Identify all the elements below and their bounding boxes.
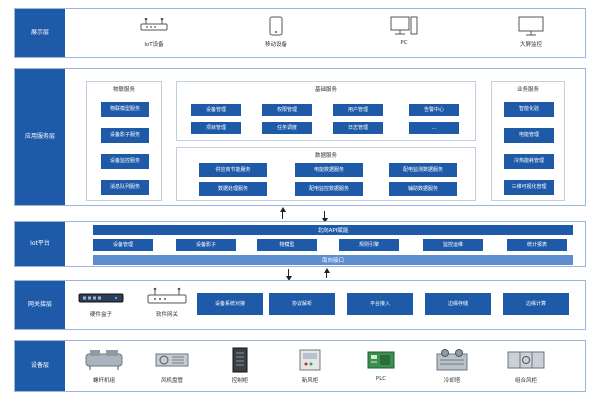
platform-module: 监控运维 (423, 239, 483, 251)
business-service-item: 电能管理 (504, 128, 554, 143)
basic-service-item: 设备管理 (191, 104, 241, 116)
iot-services-title: 物联服务 (112, 87, 135, 93)
software-gateway-item: 软件网关 (139, 285, 195, 318)
hardware-box-item: 硬件盒子 (71, 289, 131, 318)
gateway-function: 边缘计算 (503, 293, 569, 315)
mobile-device-item: 移动设备 (236, 15, 316, 48)
iot-device-label: IoT设备 (144, 42, 164, 48)
device-item: PLC (352, 347, 410, 382)
device-label: 风机盘管 (160, 378, 183, 384)
south-interface-bar: 南向接口 (93, 255, 573, 265)
basic-service-item: 用户管理 (333, 104, 383, 116)
platform-module: 设备影子 (176, 239, 236, 251)
iot-platform-label: Iot平台 (15, 222, 65, 266)
mobile-device-label: 移动设备 (264, 42, 287, 48)
iot-service-item: 物联模型服务 (101, 102, 149, 117)
device-item: 新风柜 (281, 347, 339, 384)
basic-service-item: 权限管理 (262, 104, 312, 116)
application-layer: 应用服务层 物联服务 物联模型服务 设备影子服务 设备监控服务 消息队列服务 基… (14, 68, 586, 206)
arrow-down-icon (321, 211, 328, 223)
data-service-item: 配电监控数据服务 (295, 182, 363, 196)
data-service-item: 供应商节能服务 (199, 163, 267, 177)
platform-module: 统计报表 (507, 239, 567, 251)
data-service-item: 数据处理服务 (199, 182, 267, 196)
gateway-function: 边缘存储 (425, 293, 491, 315)
fan-coil-icon (143, 347, 201, 373)
software-gateway-label: 软件网关 (155, 312, 178, 318)
basic-service-item: ... (409, 122, 459, 134)
plc-icon (352, 347, 410, 373)
device-layer: 设备层 螺杆机组 风机盘管 控制柜 新风柜 (14, 340, 586, 392)
device-item: 风机盘管 (143, 347, 201, 384)
arrow-up-icon (323, 268, 330, 278)
display-layer-label: 展示层 (15, 9, 65, 57)
platform-module: 规则引擎 (339, 239, 399, 251)
basic-services-title: 基础服务 (314, 87, 337, 93)
iot-platform-layer: Iot平台 北向API赋能 设备管理 设备影子 物模型 规则引擎 监控运维 统计… (14, 221, 586, 267)
device-label: 组合风柜 (514, 378, 537, 384)
hardware-box-icon (71, 289, 131, 307)
cooling-tower-icon (423, 347, 481, 373)
gateway-layer-label: 网关接层 (15, 281, 65, 329)
basic-service-item: 告警中心 (409, 104, 459, 116)
gateway-function: 平台接入 (347, 293, 413, 315)
iot-device-item: IoT设备 (114, 15, 194, 48)
arrow-up-icon (279, 207, 286, 219)
device-item: 控制柜 (211, 347, 269, 384)
device-item: 冷却塔 (423, 347, 481, 384)
device-item: 螺杆机组 (75, 347, 133, 384)
application-layer-label: 应用服务层 (15, 69, 65, 205)
display-layer: 展示层 IoT设备 移动设备 PC 大屏监控 (14, 8, 586, 58)
basic-services-group: 基础服务 设备管理 权限管理 用户管理 告警中心 项目管理 任务调度 日志管理 … (176, 81, 476, 141)
business-services-title: 业务服务 (516, 87, 539, 93)
data-service-item: 配电监测数据服务 (389, 163, 457, 177)
device-label: 控制柜 (231, 378, 249, 384)
pc-item: PC (364, 15, 444, 46)
basic-service-item: 任务调度 (262, 122, 312, 134)
tablet-icon (236, 15, 316, 37)
pc-label: PC (400, 40, 408, 46)
gateway-function: 设备系统对接 (197, 293, 263, 315)
device-item: 组合风柜 (497, 347, 555, 384)
screw-chiller-icon (75, 347, 133, 373)
data-service-item: 电能数据服务 (295, 163, 363, 177)
iot-service-item: 设备影子服务 (101, 128, 149, 143)
iot-service-item: 消息队列服务 (101, 180, 149, 195)
data-service-item: 辅助数据服务 (389, 182, 457, 196)
control-cabinet-icon (211, 347, 269, 373)
device-label: 冷却塔 (443, 378, 461, 384)
iot-services-group: 物联服务 物联模型服务 设备影子服务 设备监控服务 消息队列服务 (86, 81, 162, 201)
data-services-group: 数据服务 供应商节能服务 电能数据服务 配电监测数据服务 数据处理服务 配电监控… (176, 147, 476, 201)
gateway-layer: 网关接层 硬件盒子 软件网关 设备系统对接 协议解析 平台接入 边缘存储 边缘计… (14, 280, 586, 330)
big-screen-item: 大屏监控 (491, 15, 571, 48)
software-gateway-icon (139, 285, 195, 307)
business-services-group: 业务服务 智能化验 电能管理 冷热能耗管理 三维可视化管理 (491, 81, 565, 201)
router-icon (114, 15, 194, 37)
device-layer-label: 设备层 (15, 341, 65, 391)
business-service-item: 冷热能耗管理 (504, 154, 554, 169)
basic-service-item: 日志管理 (333, 122, 383, 134)
gateway-function: 协议解析 (269, 293, 335, 315)
business-service-item: 三维可视化管理 (504, 180, 554, 195)
device-label: PLC (375, 376, 387, 382)
hardware-box-label: 硬件盒子 (89, 312, 112, 318)
iot-service-item: 设备监控服务 (101, 154, 149, 169)
basic-service-item: 项目管理 (191, 122, 241, 134)
device-label: 螺杆机组 (92, 378, 115, 384)
pc-icon (364, 15, 444, 37)
device-label: 新风柜 (301, 378, 319, 384)
combined-air-cabinet-icon (497, 347, 555, 373)
arrow-down-icon (285, 269, 292, 281)
fresh-air-cabinet-icon (281, 347, 339, 373)
big-screen-label: 大屏监控 (519, 42, 542, 48)
data-services-title: 数据服务 (314, 153, 337, 159)
business-service-item: 智能化验 (504, 102, 554, 117)
platform-module: 设备管理 (93, 239, 153, 251)
north-api-bar: 北向API赋能 (93, 225, 573, 235)
platform-module: 物模型 (257, 239, 317, 251)
monitor-icon (491, 15, 571, 37)
